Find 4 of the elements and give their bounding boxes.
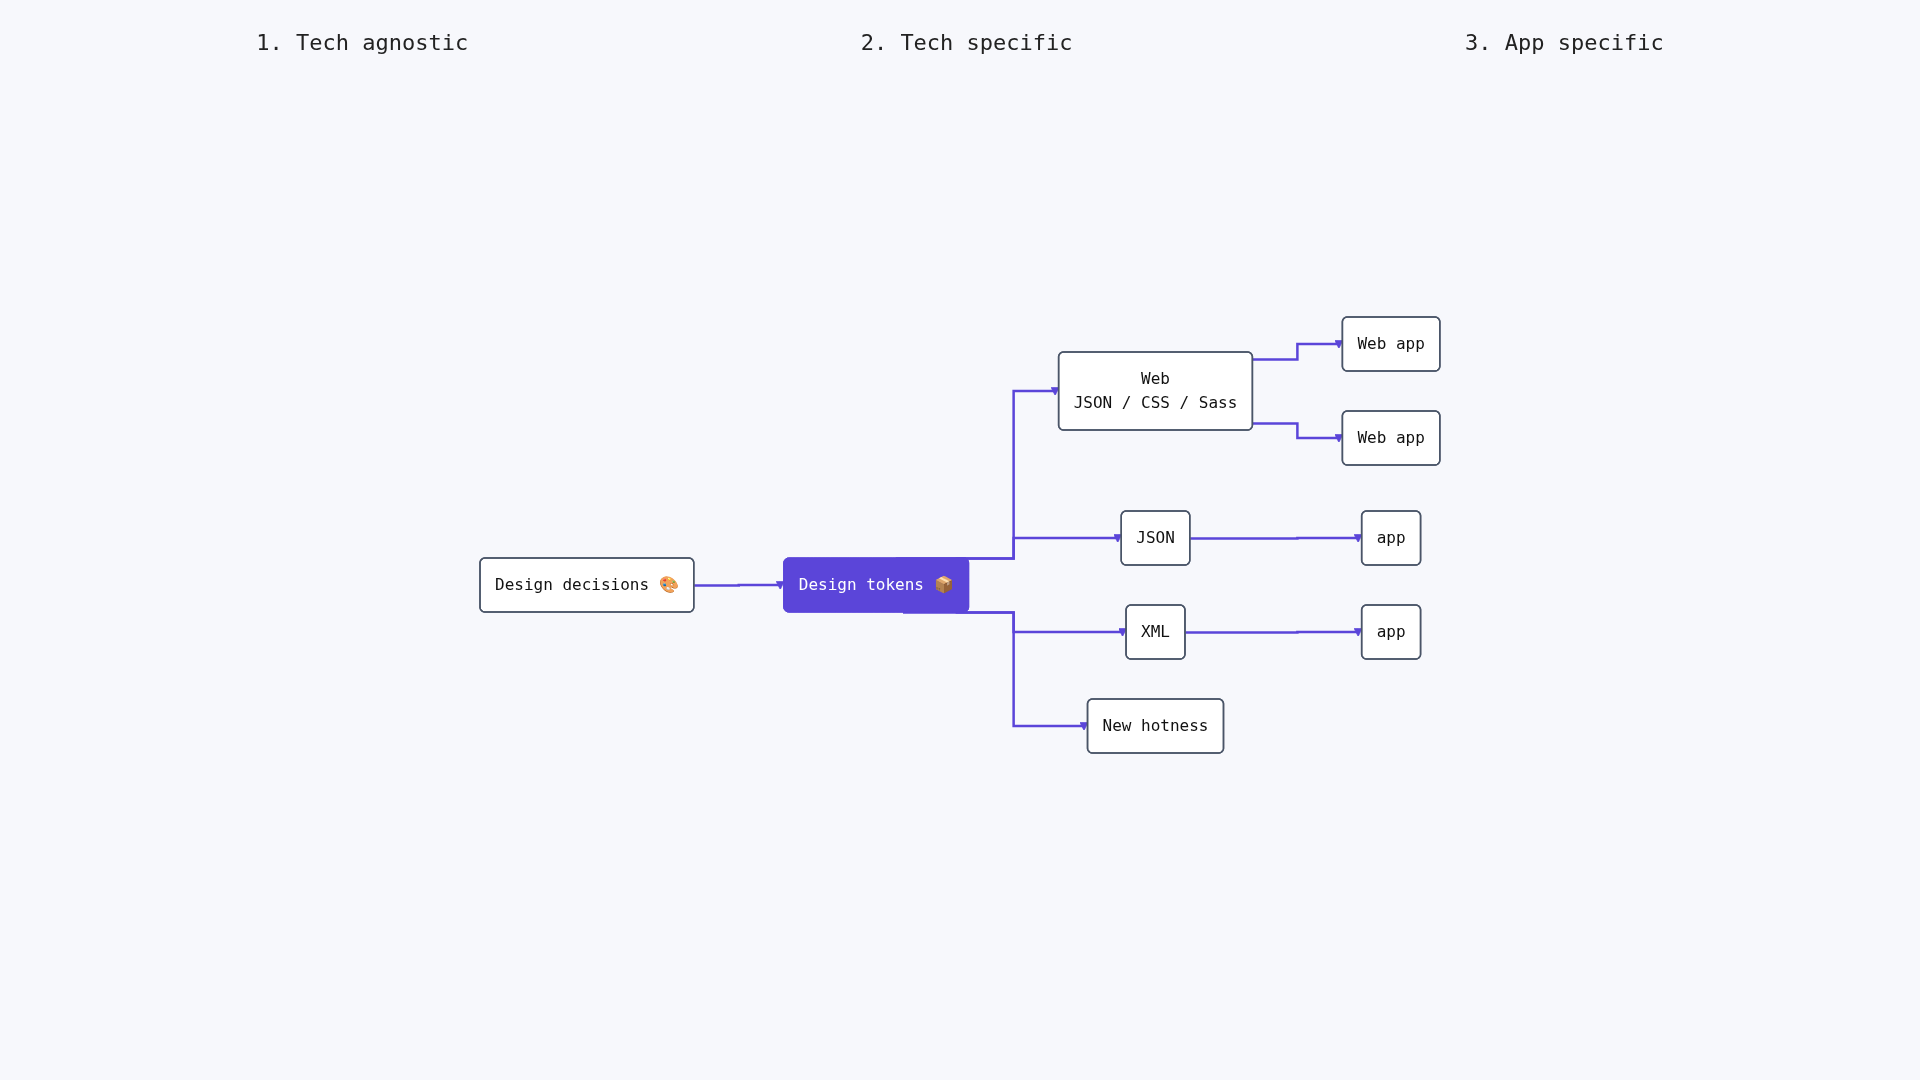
column-heading: 2. Tech specific xyxy=(860,30,1073,55)
arrow xyxy=(694,581,785,590)
column-heading: 3. App specific xyxy=(1465,30,1664,55)
column-heading: 1. Tech agnostic xyxy=(256,30,469,55)
